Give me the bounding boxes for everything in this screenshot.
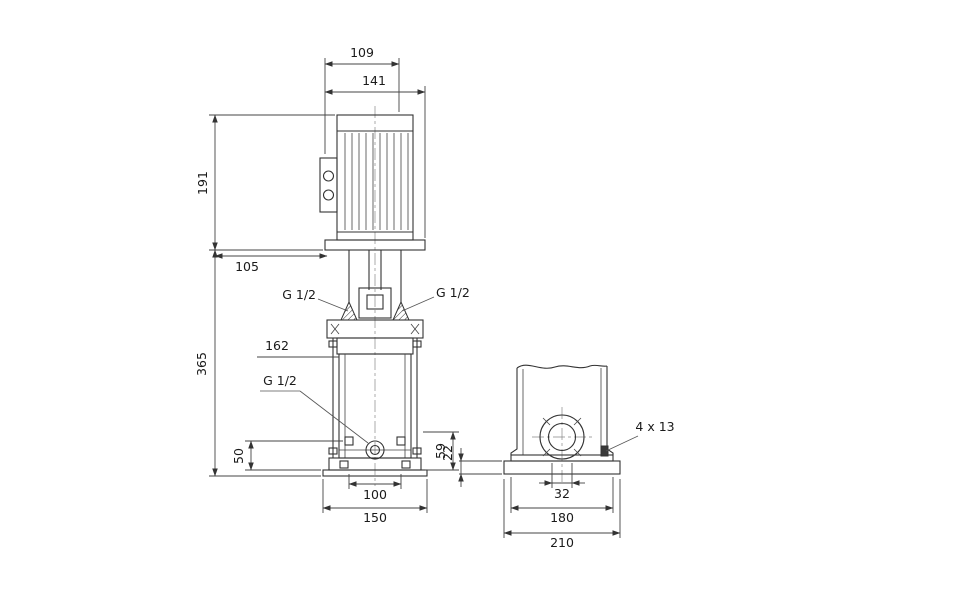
dim-g12-top-left-label: G 1/2 (282, 287, 316, 302)
dimension-annotations: 109 141 191 105 365 G 1/2 G 1/2 162 G 1/… (194, 45, 675, 550)
drain-port (365, 440, 385, 460)
dim-32-label: 32 (554, 486, 570, 501)
coupling-lantern (340, 250, 410, 321)
dim-191-label: 191 (195, 171, 210, 195)
dim-109-label: 109 (350, 45, 374, 60)
dim-59-label: 59 (433, 443, 448, 459)
dim-162-label: 162 (265, 338, 289, 353)
dim-4x13-label: 4 x 13 (635, 419, 674, 434)
dim-210-label: 210 (550, 535, 574, 550)
base-plate-side (503, 460, 621, 475)
dim-100-label: 100 (363, 487, 387, 502)
foot-slot (600, 445, 609, 457)
port-stub-left (340, 300, 358, 321)
suction-port-flange (539, 414, 585, 460)
dim-150-label: 150 (363, 510, 387, 525)
dim-105-label: 105 (235, 259, 259, 274)
motor (319, 114, 426, 251)
dim-g12-top-right-label: G 1/2 (436, 285, 470, 300)
port-stub-right (392, 300, 410, 321)
dim-365-label: 365 (194, 352, 209, 376)
front-view-pump (319, 106, 428, 486)
dim-180-label: 180 (550, 510, 574, 525)
break-line (516, 364, 608, 369)
dim-141-label: 141 (362, 73, 386, 88)
side-view-base (503, 364, 621, 483)
terminal-box (319, 157, 338, 213)
plug-port-left (344, 436, 354, 446)
chamber-sleeve (328, 338, 422, 460)
dim-g12-side-label: G 1/2 (263, 373, 297, 388)
pump-base-front (322, 457, 428, 477)
dim-50-label: 50 (231, 448, 246, 464)
dim-22-label: 22 (440, 445, 455, 461)
plug-port-right (396, 436, 406, 446)
motor-flange (324, 239, 426, 251)
